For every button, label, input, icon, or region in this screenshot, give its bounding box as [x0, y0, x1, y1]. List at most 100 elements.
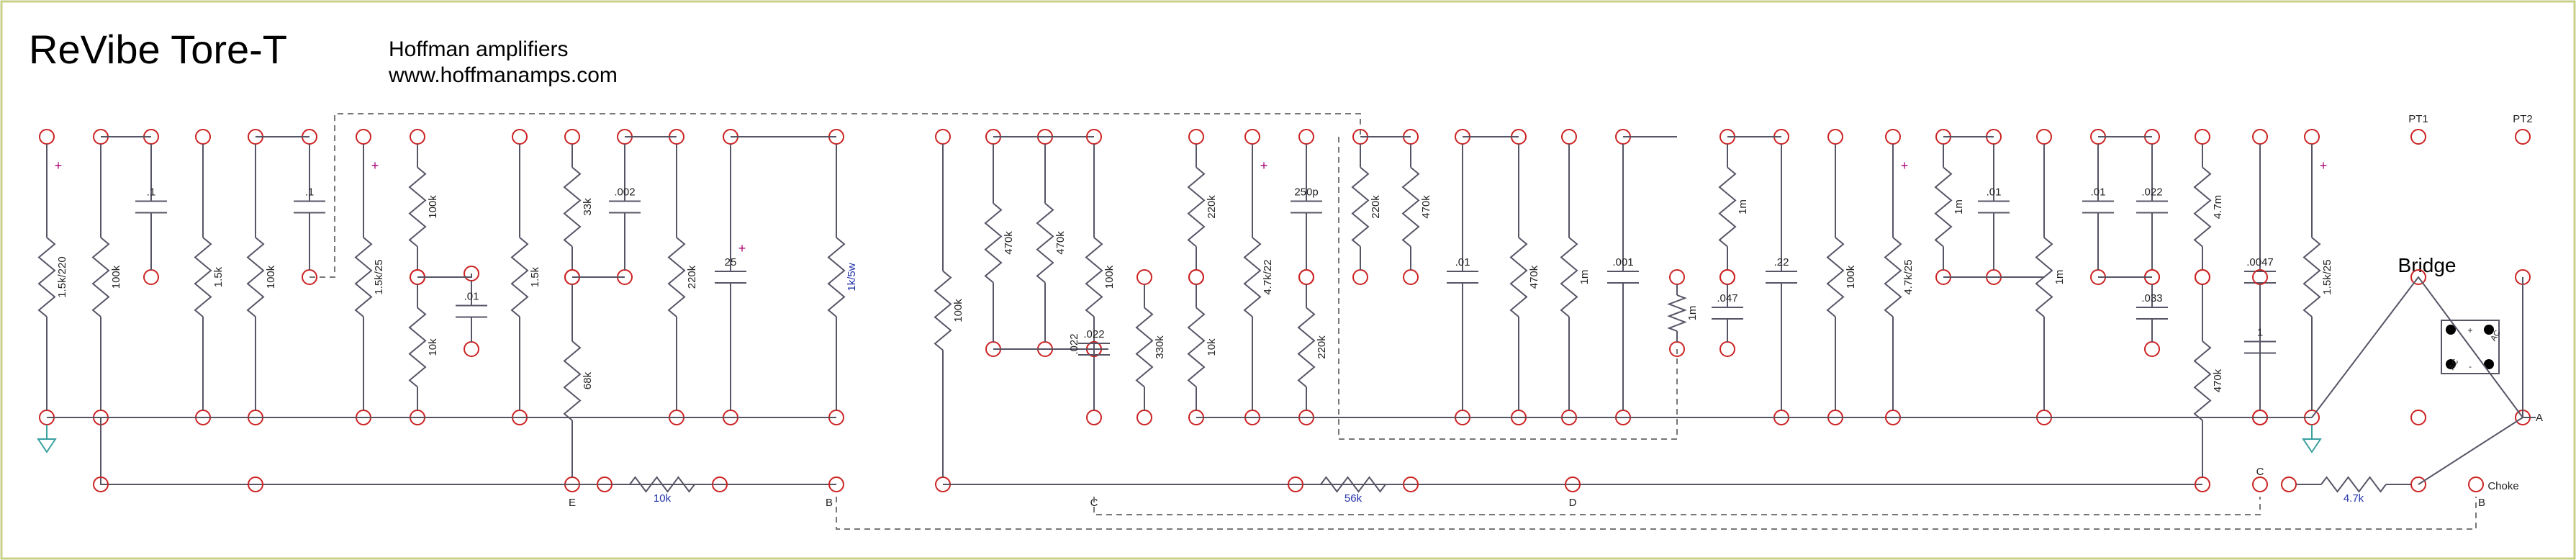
- capacitor-label-c20: 1: [2257, 327, 2263, 339]
- resistor-label-r33: 4.7m: [2212, 195, 2224, 219]
- solder-pad: [2036, 129, 2052, 145]
- wire: [2311, 276, 2523, 418]
- pt2-label: PT2: [2513, 113, 2533, 125]
- node-letter: B: [2478, 497, 2485, 509]
- solder-pad: [2410, 410, 2426, 425]
- resistor-r9: [667, 237, 686, 317]
- capacitor-label-c16: .01: [2091, 186, 2106, 199]
- capacitor-label-c4: .002: [614, 186, 635, 199]
- resistor-label-r34: 470k: [2212, 369, 2224, 392]
- solder-pad: [1669, 269, 1685, 285]
- resistor-label-r8: 33k: [582, 198, 594, 216]
- resistor-r23: [1401, 166, 1420, 248]
- resistor-label-r22: 220k: [1370, 195, 1382, 219]
- resistor-label-r27: 1m: [1686, 306, 1699, 321]
- solder-pad: [935, 129, 951, 145]
- solder-pad: [828, 477, 844, 492]
- resistor-label-r12: 68k: [582, 371, 594, 389]
- polarity-mark: +: [2320, 158, 2328, 173]
- capacitor-label-c17: .022: [2141, 186, 2162, 199]
- resistor-label-r3: 1.5k: [212, 266, 225, 287]
- solder-pad: [1136, 410, 1152, 425]
- solder-pad: [93, 477, 109, 492]
- solder-pad: [564, 129, 580, 145]
- resistor-r10: [827, 237, 846, 317]
- bridge-rectifier: [2441, 320, 2500, 374]
- capacitor-label-c2: .1: [305, 186, 315, 199]
- node-letter: A: [2536, 412, 2543, 424]
- wire: [100, 417, 836, 485]
- node-letter: B: [826, 497, 833, 509]
- schematic-title: ReVibe Tore-T: [29, 27, 287, 72]
- resistor-r18: [1187, 166, 1206, 248]
- resistor-label-r10: 1k/5w: [846, 263, 858, 291]
- solder-pad: [356, 129, 371, 145]
- resistor-r8: [563, 166, 582, 248]
- resistor-label-r30: 4.7k/25: [1902, 259, 1915, 294]
- resistor-r13: [934, 270, 952, 351]
- resistor-r6: [408, 166, 427, 248]
- solder-pad: [2252, 477, 2268, 492]
- solder-pad: [2144, 341, 2160, 357]
- solder-pad: [2410, 269, 2426, 285]
- capacitor-label-c7: 250p: [1294, 186, 1318, 199]
- polarity-mark: +: [1901, 158, 1909, 173]
- resistor-rh2: [1320, 476, 1386, 493]
- bridge-pin: [2446, 359, 2456, 369]
- resistor-label-r5: 1.5k/25: [373, 259, 385, 294]
- solder-pad: [39, 129, 55, 145]
- solder-pad: [1565, 477, 1581, 492]
- resistor-label-r35: 1.5k/25: [2321, 259, 2333, 294]
- resistor-r25: [1560, 237, 1578, 317]
- resistor-r14: [984, 202, 1003, 284]
- pt1-label: PT1: [2408, 113, 2428, 125]
- polarity-mark: +: [1260, 158, 1268, 173]
- solder-pad: [464, 341, 479, 357]
- ground-symbol: [37, 438, 57, 453]
- wire: [417, 274, 472, 278]
- resistor-label-r23: 470k: [1420, 195, 1432, 219]
- solder-pad: [1086, 410, 1102, 425]
- capacitor-label-c6: .022: [1068, 333, 1080, 354]
- solder-pad: [1298, 129, 1314, 145]
- website-url: www.hoffmanamps.com: [389, 63, 618, 87]
- solder-pad: [1885, 129, 1901, 145]
- resistor-r33: [2193, 166, 2212, 248]
- resistor-label-r4: 100k: [265, 265, 277, 289]
- polarity-mark: +: [371, 158, 379, 173]
- resistor-r5: [354, 237, 373, 317]
- solder-pad: [1136, 269, 1152, 285]
- solder-pad: [1188, 269, 1204, 285]
- resistor-r24: [1509, 237, 1528, 317]
- capacitor-label-c8: .01: [1455, 256, 1470, 268]
- bridge-minus: -: [2469, 361, 2472, 371]
- solder-pad: [1244, 129, 1260, 145]
- resistor-label-r7: 1.5k: [529, 266, 541, 287]
- resistor-label-r20: 4.7k/22: [1262, 259, 1274, 294]
- capacitor-label-c12: .001: [1612, 256, 1633, 268]
- node-letter: E: [569, 497, 576, 509]
- resistor-r1: [37, 237, 56, 317]
- solder-pad: [2195, 129, 2210, 145]
- solder-pad: [1188, 129, 1204, 145]
- node-letter: D: [1569, 497, 1577, 509]
- solder-pad: [2410, 129, 2426, 145]
- solder-pad: [195, 129, 211, 145]
- resistor-rh3: [2320, 476, 2387, 493]
- resistor-label-r11: 10k: [427, 338, 439, 356]
- resistor-label-rh3: 4.7k: [2344, 492, 2364, 505]
- capacitor-label-c18: .033: [2141, 292, 2162, 304]
- solder-pad: [1719, 341, 1735, 357]
- solder-pad: [2252, 129, 2268, 145]
- resistor-r12: [563, 340, 582, 421]
- resistor-label-r28: 1m: [1737, 199, 1749, 214]
- resistor-r22: [1351, 166, 1370, 248]
- resistor-r34: [2193, 340, 2212, 421]
- resistor-r19: [1187, 307, 1206, 388]
- resistor-r16: [1085, 237, 1103, 317]
- capacitor-label-c3: .01: [464, 291, 479, 303]
- resistor-label-r9: 220k: [686, 265, 698, 289]
- resistor-r4: [246, 237, 265, 317]
